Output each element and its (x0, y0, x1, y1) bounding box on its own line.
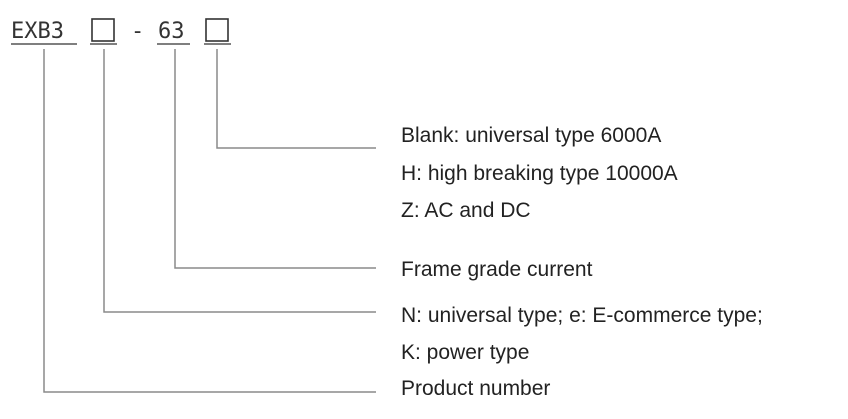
desc-product-number: Product number (401, 377, 550, 400)
code-suffix-box (205, 18, 229, 42)
leader-line-suffix (216, 49, 376, 149)
code-type-box (91, 18, 115, 42)
desc-type-n-e: N: universal type; e: E-commerce type; (401, 304, 763, 327)
desc-frame-grade: Frame grade current (401, 258, 593, 281)
desc-suffix-z: Z: AC and DC (401, 199, 531, 222)
code-dash: - (131, 19, 144, 44)
desc-suffix-h: H: high breaking type 10000A (401, 162, 678, 185)
desc-suffix-blank: Blank: universal type 6000A (401, 124, 661, 147)
leader-line-product (43, 49, 376, 393)
code-frame: 63 (158, 19, 185, 44)
code-prefix: EXB3 (11, 19, 64, 44)
leader-line-frame (174, 49, 376, 269)
desc-type-k: K: power type (401, 341, 529, 364)
leader-line-type (103, 49, 376, 313)
